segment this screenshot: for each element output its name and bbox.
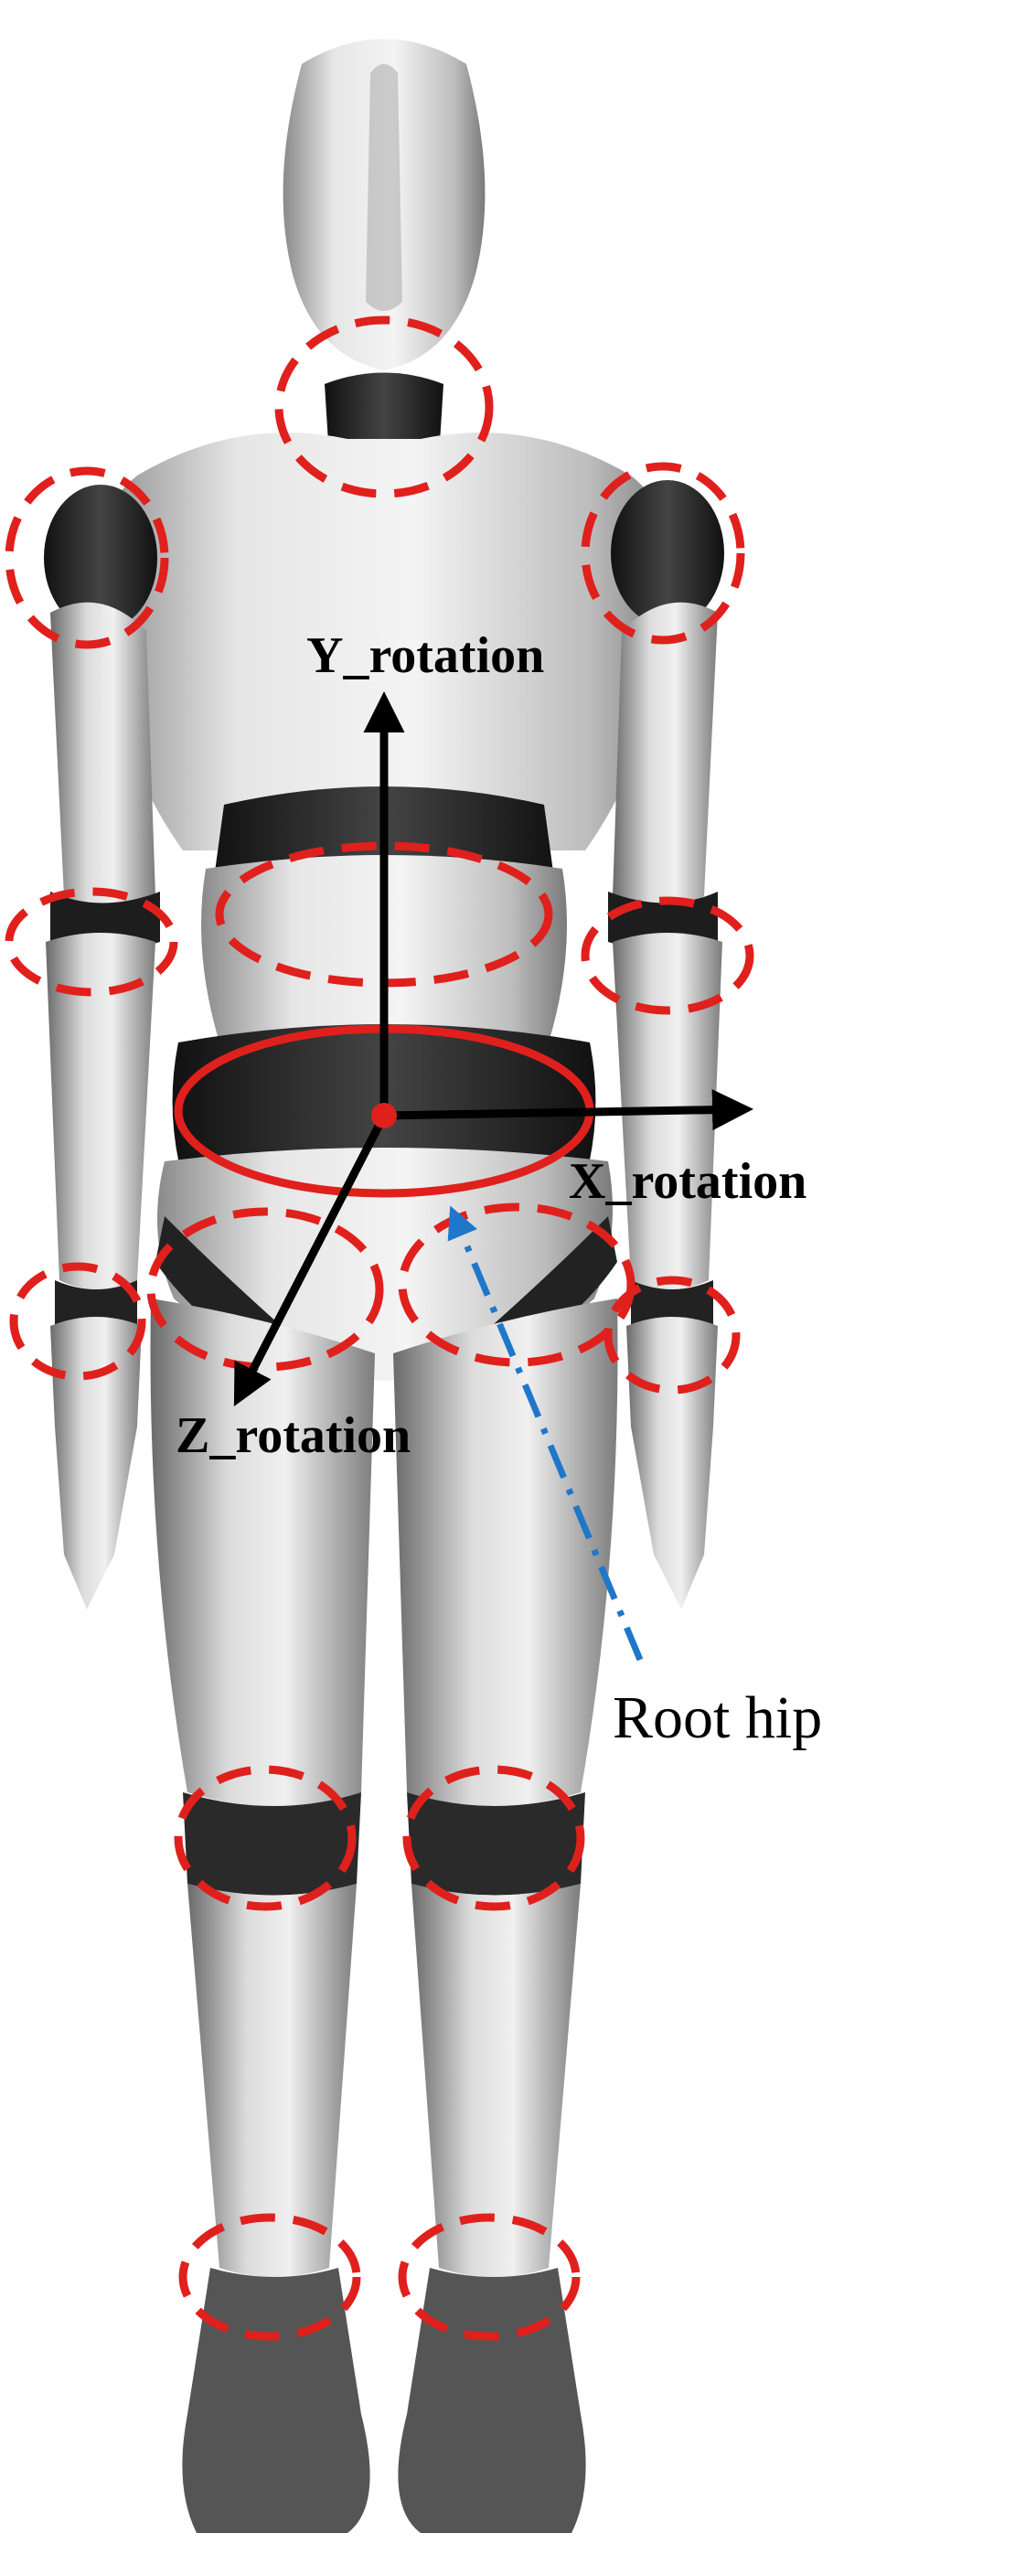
joint-marker-hip-left [146, 1207, 384, 1372]
shoulder-cap-left [44, 485, 157, 631]
rotation-axes [233, 691, 753, 1406]
joint-marker-knee-left [174, 1765, 357, 1911]
joint-marker-elbow-right [581, 896, 754, 1015]
torso-upper [91, 433, 677, 850]
root-hip-pointer [447, 1205, 644, 1662]
foot-right [398, 2268, 586, 2533]
joint-marker-neck [274, 315, 494, 498]
hand-right [626, 1317, 718, 1609]
joint-marker-knee-right [402, 1765, 585, 1911]
shin-left [187, 1884, 357, 2277]
y-axis-label: Y_rotation [306, 627, 544, 684]
x-axis-label: X_rotation [569, 1153, 806, 1210]
joint-marker-shoulder-right [581, 462, 745, 645]
x-axis-arrow [383, 1089, 753, 1131]
knee-right [407, 1792, 585, 1896]
thigh-right [393, 1299, 618, 1806]
joint-markers [5, 315, 754, 2341]
z-axis-label: Z_rotation [176, 1407, 411, 1464]
joint-marker-shoulder-left [5, 466, 169, 649]
joint-marker-hip-right [398, 1202, 635, 1367]
joint-marker-wrist-left [9, 1262, 146, 1381]
thigh-left [150, 1299, 375, 1806]
mannequin [44, 38, 724, 2533]
hand-left [50, 1317, 142, 1609]
joint-marker-ankle-left [178, 2213, 361, 2341]
upper-arm-right [613, 602, 718, 910]
foot-left [182, 2268, 370, 2533]
z-axis-arrow [233, 1113, 388, 1406]
knee-left [183, 1792, 361, 1896]
shin-right [411, 1884, 581, 2277]
joint-marker-ankle-right [398, 2213, 581, 2341]
forearm-left [46, 933, 155, 1289]
head [283, 38, 486, 370]
shoulder-cap-right [611, 480, 724, 626]
upper-arm-left [50, 602, 155, 910]
joint-marker-elbow-left [5, 887, 178, 997]
root-hip-label: Root hip [613, 1684, 822, 1751]
root-hip-origin [371, 1103, 397, 1128]
